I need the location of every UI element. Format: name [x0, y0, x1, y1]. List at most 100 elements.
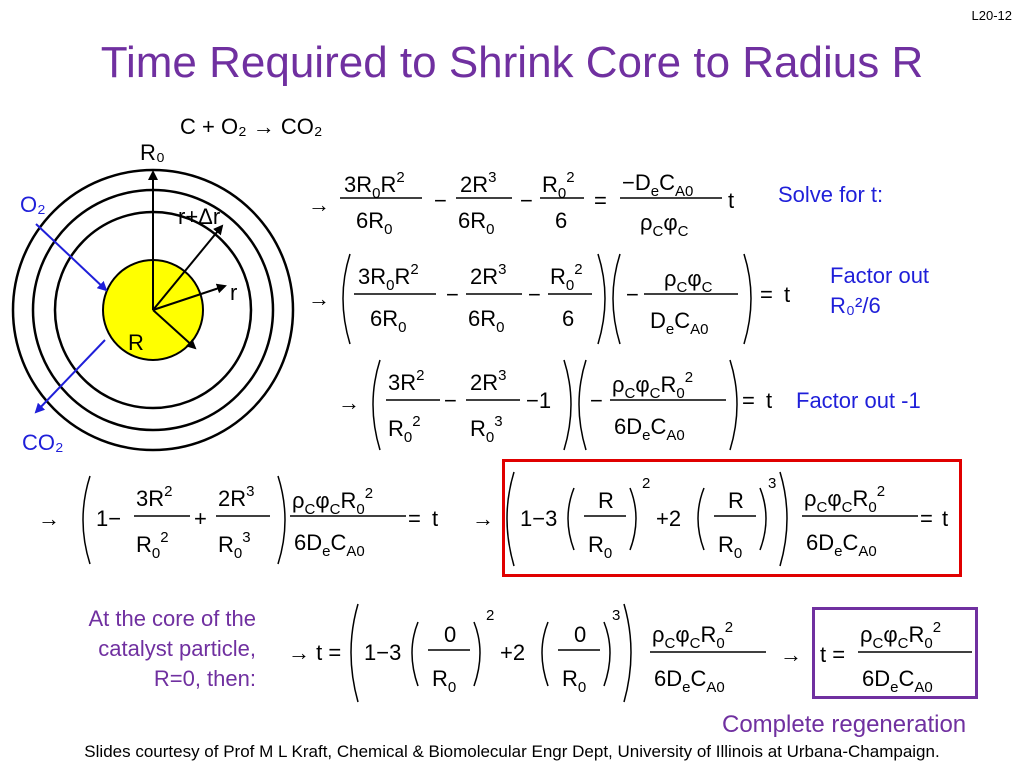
svg-text:DeCA0: DeCA0	[650, 308, 708, 338]
solve-for-t-note: Solve for t:	[778, 182, 884, 207]
svg-text:−: −	[446, 282, 459, 307]
svg-text:R02: R02	[388, 413, 421, 446]
final-result-box	[812, 607, 978, 699]
svg-text:ρCφCR02: ρCφCR02	[652, 619, 733, 652]
svg-text:ρCφCR02: ρCφCR02	[804, 483, 885, 516]
equation-3: → 3R2 R02 − 2R3 R03 −1 − ρCφCR02 6DeCA0 …	[338, 359, 772, 451]
svg-text:=: =	[760, 282, 773, 307]
svg-text:R03: R03	[218, 529, 251, 562]
svg-text:R0: R0	[588, 532, 612, 562]
svg-text:ρCφCR02: ρCφCR02	[292, 485, 373, 518]
svg-text:ρCφCR02: ρCφCR02	[860, 619, 941, 652]
svg-text:+2: +2	[500, 640, 525, 665]
svg-text:−: −	[626, 282, 639, 307]
svg-text:R02: R02	[550, 261, 583, 294]
o2-label: O₂	[20, 192, 46, 217]
svg-text:6R0: 6R0	[468, 306, 504, 336]
svg-text:+2: +2	[656, 506, 681, 531]
svg-text:t: t	[432, 506, 438, 531]
svg-text:R: R	[598, 488, 614, 513]
svg-text:R: R	[728, 488, 744, 513]
equation-2: → 3R0R2 6R0 − 2R3 6R0 − R02 6 − ρCφC DeC…	[308, 253, 790, 345]
svg-text:6R0: 6R0	[356, 208, 392, 238]
svg-text:6R0: 6R0	[370, 306, 406, 336]
r-arrow	[152, 283, 227, 311]
svg-text:t: t	[784, 282, 790, 307]
svg-text:−DeCA0: −DeCA0	[622, 170, 693, 200]
equation-1: → 3R0R2 6R0 − 2R3 6R0 − R02 6 = −DeCA0 ρ…	[308, 169, 734, 240]
svg-text:ρCφCR02: ρCφCR02	[612, 369, 693, 402]
svg-text:−: −	[590, 388, 603, 413]
equation-4: → 1− 3R2 R02 + 2R3 R03 ρCφCR02 6DeCA0 = …	[38, 475, 438, 565]
co2-outflow-arrow	[34, 339, 106, 414]
svg-text:=: =	[742, 388, 755, 413]
svg-text:−: −	[444, 388, 457, 413]
svg-text:−1: −1	[526, 388, 551, 413]
svg-text:0: 0	[444, 622, 456, 647]
footer-credit: Slides courtesy of Prof M L Kraft, Chemi…	[84, 742, 940, 761]
svg-text:t =: t =	[820, 642, 845, 667]
core-condition-note: At the core of the catalyst particle, R=…	[20, 604, 256, 694]
svg-text:R0: R0	[432, 666, 456, 696]
svg-text:ρCφC: ρCφC	[664, 266, 713, 296]
svg-text:→: →	[308, 192, 330, 217]
svg-text:R02: R02	[542, 169, 575, 202]
svg-text:→: →	[472, 506, 494, 531]
svg-text:R03: R03	[470, 413, 503, 446]
r0-label: R₀	[140, 140, 166, 165]
co2-label: CO₂	[22, 430, 64, 455]
core-radius-arrow	[152, 309, 197, 350]
svg-text:6DeCA0: 6DeCA0	[862, 666, 933, 696]
r-label: r	[230, 280, 238, 305]
factor-out-r0-note: Factor out R₀²/6	[830, 261, 929, 321]
svg-text:6DeCA0: 6DeCA0	[654, 666, 725, 696]
core-condition-line1: At the core of the	[88, 606, 256, 631]
svg-text:→: →	[338, 390, 360, 415]
svg-text:2R3: 2R3	[470, 367, 506, 395]
svg-text:2: 2	[642, 475, 650, 492]
svg-text:1−: 1−	[96, 506, 121, 531]
svg-text:→: →	[38, 506, 60, 531]
svg-text:6: 6	[555, 208, 567, 233]
core-condition-line2: catalyst particle,	[98, 636, 256, 661]
equation-5: → 1−3 R R0 2 +2 R R0 3 ρCφCR02 6DeCA0 = …	[472, 471, 948, 567]
svg-text:6DeCA0: 6DeCA0	[614, 414, 685, 444]
svg-text:6R0: 6R0	[458, 208, 494, 238]
svg-text:2R3: 2R3	[460, 169, 496, 197]
svg-text:3: 3	[768, 475, 776, 492]
svg-text:−: −	[520, 188, 533, 213]
svg-text:3R0R2: 3R0R2	[358, 261, 419, 294]
svg-text:2R3: 2R3	[218, 483, 254, 511]
svg-text:t: t	[942, 506, 948, 531]
svg-text:=: =	[408, 506, 421, 531]
complete-regeneration-note: Complete regeneration	[722, 711, 967, 738]
svg-text:+: +	[194, 506, 207, 531]
equation-6: → t = 1−3 0 R0 2 +2 0 R0 3 ρCφCR02 6DeCA…	[288, 603, 766, 703]
svg-text:6DeCA0: 6DeCA0	[294, 530, 365, 560]
svg-text:R0: R0	[718, 532, 742, 562]
svg-text:3R2: 3R2	[388, 367, 424, 395]
svg-text:→: →	[780, 642, 802, 667]
factor-out-r0-line2: R₀²/6	[830, 293, 881, 318]
svg-text:3R0R2: 3R0R2	[344, 169, 405, 202]
core-radius-label: R	[128, 330, 144, 355]
svg-text:1−3: 1−3	[520, 506, 557, 531]
r-plus-dr-arrow	[152, 224, 224, 311]
final-equation: t = ρCφCR02 6DeCA0	[820, 619, 972, 696]
svg-text:3R2: 3R2	[136, 483, 172, 511]
shrinking-core-diagram	[11, 168, 295, 452]
slide-title: Time Required to Shrink Core to Radius R	[100, 38, 924, 87]
reaction-equation: C + O₂ → CO₂	[180, 114, 323, 139]
slide-number: L20-12	[971, 8, 1012, 23]
svg-text:t: t	[766, 388, 772, 413]
svg-text:1−3: 1−3	[364, 640, 401, 665]
svg-text:6DeCA0: 6DeCA0	[806, 530, 877, 560]
svg-text:R02: R02	[136, 529, 169, 562]
svg-text:−: −	[528, 282, 541, 307]
svg-text:R0: R0	[562, 666, 586, 696]
svg-text:6: 6	[562, 306, 574, 331]
result-box	[502, 459, 962, 577]
svg-text:=: =	[920, 506, 933, 531]
o2-inflow-arrow	[35, 223, 108, 292]
final-arrow: →	[780, 642, 802, 667]
